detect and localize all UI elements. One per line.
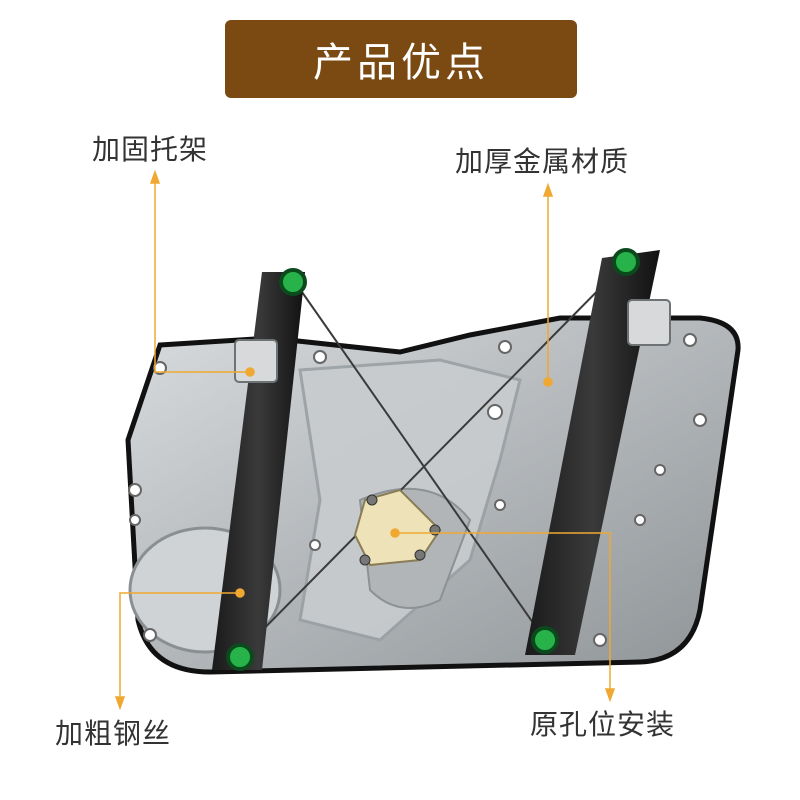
- right-rail: [525, 250, 660, 655]
- page-title: 产品优点: [313, 40, 489, 86]
- callout-label-cable: 加粗钢丝: [55, 717, 172, 750]
- pulley-rollers: [226, 248, 640, 671]
- slider-bolts: [359, 494, 441, 566]
- callout-label-metal: 加厚金属材质: [455, 145, 630, 178]
- mounting-holes: [128, 333, 707, 647]
- title-banner: 产品优点: [225, 20, 577, 98]
- callout-label-holes: 原孔位安装: [530, 708, 676, 741]
- left-rail: [212, 272, 305, 670]
- steel-cables: [237, 262, 626, 656]
- callout-label-bracket: 加固托架: [92, 133, 209, 166]
- callout-leaders: [114, 169, 616, 711]
